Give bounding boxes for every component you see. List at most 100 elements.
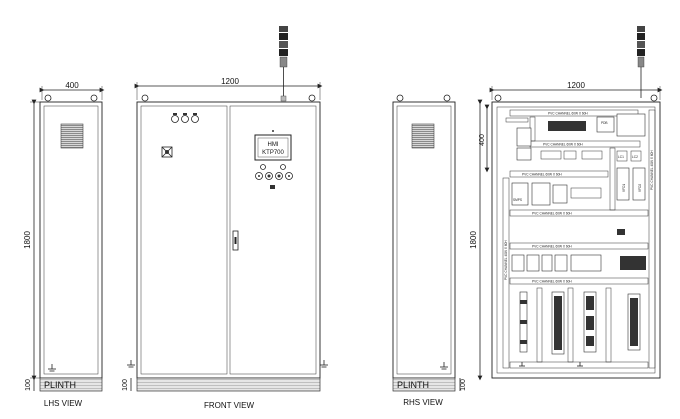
pvc-channel-label: PVC CHANNEL 40W X 60H [504,240,508,280]
mcb-block [516,127,532,147]
middle-row-components: SMPS [511,182,646,272]
vfd-group: VFD1 VFD2 [616,167,646,201]
pvc-channel-label: PVC CHANNEL 40W X 60H [650,150,654,190]
front-width-dimension: 1200 [221,77,239,86]
front-view-caption: FRONT VIEW [204,401,255,410]
pushbutton-icon [255,172,263,180]
lifting-eye-icon [650,94,658,102]
pvc-channels-vertical: PVC CHANNEL 40W X 60H PVC CHANNEL 40W X … [502,109,656,369]
pvc-channel-label: PVC CHANNEL 60W X 60H [543,143,583,147]
pvc-channel-label: PVC CHANNEL 60W X 60H [532,245,572,249]
front-plinth-dimension: 100 [122,379,129,391]
lhs-plinth-dimension: 100 [25,379,32,391]
vfd1-label: VFD1 [622,184,626,192]
door-handle-icon [232,230,239,251]
earth-symbol-icon [127,360,135,368]
pvc-channel [509,361,649,369]
lifting-eye-icon [141,94,149,102]
relay-block [531,182,551,206]
pushbutton-icon [285,172,293,180]
pushbutton-icon [275,172,283,180]
rotary-isolator-icon [161,146,173,158]
rhs-view-caption: RHS VIEW [403,398,443,407]
vfd1 [616,167,630,201]
relay-block [563,150,577,160]
lifting-eye-icon [44,94,52,102]
pdb-label: PDB [601,121,608,125]
pvc-channel-label: PVC CHANNEL 60W X 60H [532,280,572,284]
pvc-channel [567,287,574,363]
smps-block [511,182,529,206]
lhs-plinth [39,377,103,392]
left-door [140,105,228,375]
pvc-channel [509,109,639,117]
smps-label: SMPS [513,198,522,202]
plc-modules [519,291,641,355]
pvc-channel [536,287,543,363]
pvc-channel [609,147,616,211]
earth-symbol-icon [48,364,56,372]
lifting-eye-icon [90,94,98,102]
rhs-plinth [392,377,456,392]
internal-dim-1800: 1800 [469,231,478,249]
pvc-channel [509,242,649,250]
pvc-channel-label: PVC CHANNEL 60W X 60H [548,112,588,116]
fan-unit-icon [617,229,625,235]
indicator-lamp-icon [181,115,189,123]
rhs-view: PLINTH 100 RHS VIEW [392,94,467,407]
lifting-eye-icon [396,94,404,102]
front-plinth [136,377,321,392]
hmi-label-line2: KTP700 [262,150,284,156]
internal-dim-400: 400 [479,134,486,146]
front-view: 1200 [122,26,328,410]
pvc-channel [648,109,656,369]
right-door [229,105,317,375]
relay-block [540,150,562,160]
indicator-lamp-icon [171,115,179,123]
lc1-label: LC1 [618,155,624,159]
relay-block [511,254,525,272]
tower-light-icon [637,26,645,98]
top-row-components: PDB LC1 LC2 [505,113,646,162]
lifting-eye-icon [494,94,502,102]
lhs-plinth-label: PLINTH [44,380,76,390]
pushbutton-icon [280,164,286,170]
mcb-row [548,121,586,131]
pdb-block [596,116,615,133]
front-cabinet-body [136,101,321,379]
terminal-strip [505,117,529,123]
indicator-lamps [171,113,199,123]
lhs-height-dimension: 1800 [23,231,32,249]
vfd2 [632,167,646,201]
hmi-panel: HMI KTP700 [254,130,292,161]
pvc-channels-horizontal: PVC CHANNEL 60W X 60H PVC CHANNEL 60W X … [509,109,649,369]
relay-block [554,254,568,272]
pvc-channel-label: PVC CHANNEL 60W X 60H [532,212,572,216]
pvc-channel [605,287,612,363]
lhs-view-caption: LHS VIEW [44,399,83,408]
louver-vent-icon [411,123,435,149]
tower-light-icon [279,26,288,102]
relay-block [541,254,553,272]
earth-symbol-icon [519,362,525,367]
rhs-plinth-dimension: 100 [460,379,467,391]
pvc-channel [509,170,609,178]
terminal-strip [570,187,602,199]
hmi-label-line1: HMI [268,142,279,148]
mcb-block [516,147,532,161]
lhs-view: 400 PLINTH 1800 100 LHS VIEW [23,81,105,408]
pushbutton-icon [265,172,273,180]
indicator-lamp-icon [191,115,199,123]
relay-block [581,150,603,160]
pvc-channel-label: PVC CHANNEL 60W X 60H [522,173,562,177]
rhs-plinth-label: PLINTH [397,380,429,390]
relay-block [552,184,568,204]
lhs-width-dimension: 400 [65,81,79,90]
pvc-channel [502,177,510,369]
internal-width-dimension: 1200 [567,81,585,90]
main-isolator [616,113,646,137]
terminal-block-row [620,256,646,270]
internal-view: 1200 400 1800 PVC CHANNEL 60W X 60H PVC … [469,26,663,381]
lifting-eye-icon [308,94,316,102]
